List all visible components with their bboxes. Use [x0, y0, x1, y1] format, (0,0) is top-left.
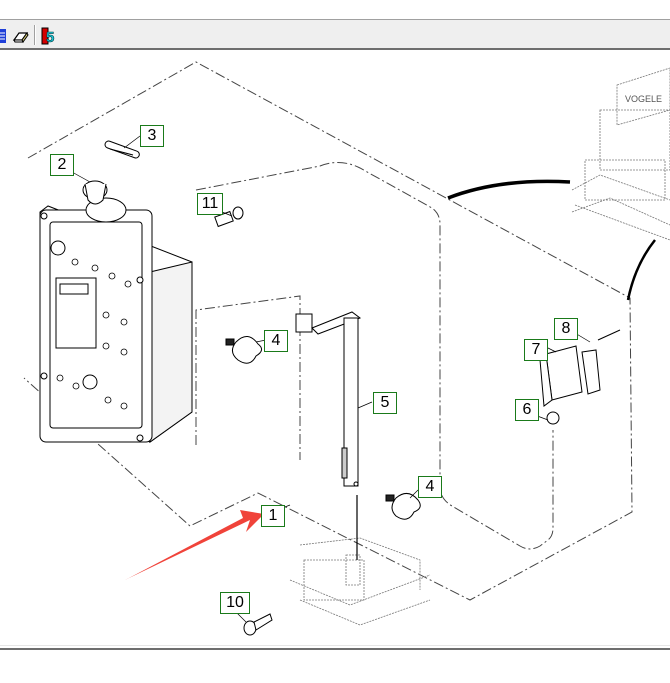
- callout-5[interactable]: 5: [373, 392, 397, 414]
- callout-1[interactable]: 1: [261, 505, 285, 527]
- fitting-part: [214, 206, 244, 228]
- grid-view-button[interactable]: [0, 27, 10, 45]
- inner-assembly-outline: [195, 162, 554, 550]
- toolbar: 5: [0, 19, 670, 50]
- cable-line: [447, 179, 571, 200]
- control-panel-part: [39, 197, 193, 443]
- callout-4-upper[interactable]: 4: [264, 330, 288, 352]
- seal-strip-part: [104, 140, 140, 159]
- callout-3[interactable]: 3: [140, 125, 164, 147]
- callout-10[interactable]: 10: [220, 592, 250, 614]
- bolt-part: [243, 613, 273, 636]
- callout-11[interactable]: 11: [197, 193, 223, 215]
- parts-diagram-canvas: VOGELE: [0, 50, 670, 648]
- callout-2[interactable]: 2: [50, 154, 74, 176]
- eraser-button[interactable]: [12, 27, 30, 45]
- divider: [0, 645, 670, 646]
- star-knob-part-2: [385, 493, 421, 520]
- callout-4-lower[interactable]: 4: [418, 476, 442, 498]
- paver-machine-illustration: VOGELE: [571, 67, 670, 241]
- mount-outline: [195, 295, 301, 460]
- callout-7[interactable]: 7: [524, 339, 548, 361]
- bracket-arm-part: [295, 311, 362, 487]
- d5-icon: 5: [41, 27, 55, 46]
- callout-6[interactable]: 6: [515, 399, 539, 421]
- window-top-area: [0, 0, 670, 19]
- eraser-icon: [12, 32, 29, 43]
- svg-text:5: 5: [46, 29, 54, 45]
- outer-assembly-outline: [23, 61, 633, 601]
- cable-line-2: [626, 239, 656, 301]
- knob-part: [82, 180, 108, 205]
- grid-icon: [0, 29, 6, 43]
- assembly-boundary-lines: [23, 61, 633, 601]
- highlight-arrow: [125, 510, 264, 580]
- machine-brand-text: VOGELE: [625, 94, 662, 104]
- toolbar-separator: [34, 25, 36, 45]
- base-mount-illustration: [289, 495, 431, 626]
- exploded-parts-diagram: VOGELE: [23, 61, 670, 636]
- connector-housing-part: [539, 329, 621, 425]
- parts-list-button[interactable]: 5: [41, 27, 59, 46]
- star-knob-part: [225, 336, 262, 364]
- bottom-panel: [0, 648, 670, 683]
- callout-8[interactable]: 8: [554, 318, 578, 340]
